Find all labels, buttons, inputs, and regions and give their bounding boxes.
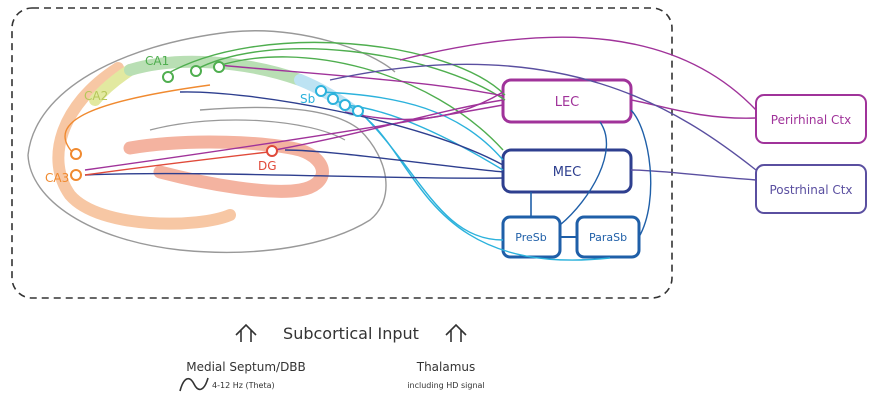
hippocampus-outline	[27, 30, 396, 254]
ca1-label: CA1	[145, 54, 169, 68]
sb-node-2	[327, 93, 339, 105]
subcortical-title: Subcortical Input	[283, 324, 419, 343]
presb-label: PreSb	[515, 231, 546, 244]
sb-node-1	[315, 85, 327, 97]
ca1-node-3	[213, 61, 225, 73]
postrhinal-box	[755, 164, 867, 214]
sb-node-3	[339, 99, 351, 111]
parasb-label: ParaSb	[589, 231, 627, 244]
lec-label: LEC	[555, 95, 580, 110]
thalamus-label: Thalamus	[416, 360, 476, 374]
ca2-label: CA2	[84, 89, 108, 103]
sb-label: Sb	[300, 92, 315, 106]
ca3-node-2	[70, 169, 82, 181]
dg-label: DG	[258, 159, 277, 173]
mec-box	[501, 148, 633, 194]
dg-band	[123, 135, 329, 198]
theta-wave-icon	[179, 377, 209, 392]
up-arrow-icon-right	[445, 323, 467, 342]
lec-box	[501, 78, 633, 124]
sb-node-4	[352, 105, 364, 117]
thalamus-sub: including HD signal	[407, 381, 484, 390]
perirhinal-label: Perirhinal Ctx	[771, 113, 851, 127]
ca3-label: CA3	[45, 171, 69, 185]
dg-outline	[149, 119, 346, 141]
ca3-node-1	[70, 148, 82, 160]
septum-freq: 4-12 Hz (Theta)	[212, 381, 275, 390]
ca1-node-2	[190, 65, 202, 77]
hippocampal-formation-boundary	[11, 7, 673, 299]
mec-label: MEC	[553, 165, 582, 180]
ca3-band	[52, 62, 236, 230]
perirhinal-box	[755, 94, 867, 144]
postrhinal-label: Postrhinal Ctx	[769, 183, 852, 197]
ca1-node-1	[162, 71, 174, 83]
up-arrow-icon-left	[235, 323, 257, 342]
dg-node	[266, 145, 278, 157]
septum-label: Medial Septum/DBB	[186, 360, 306, 374]
